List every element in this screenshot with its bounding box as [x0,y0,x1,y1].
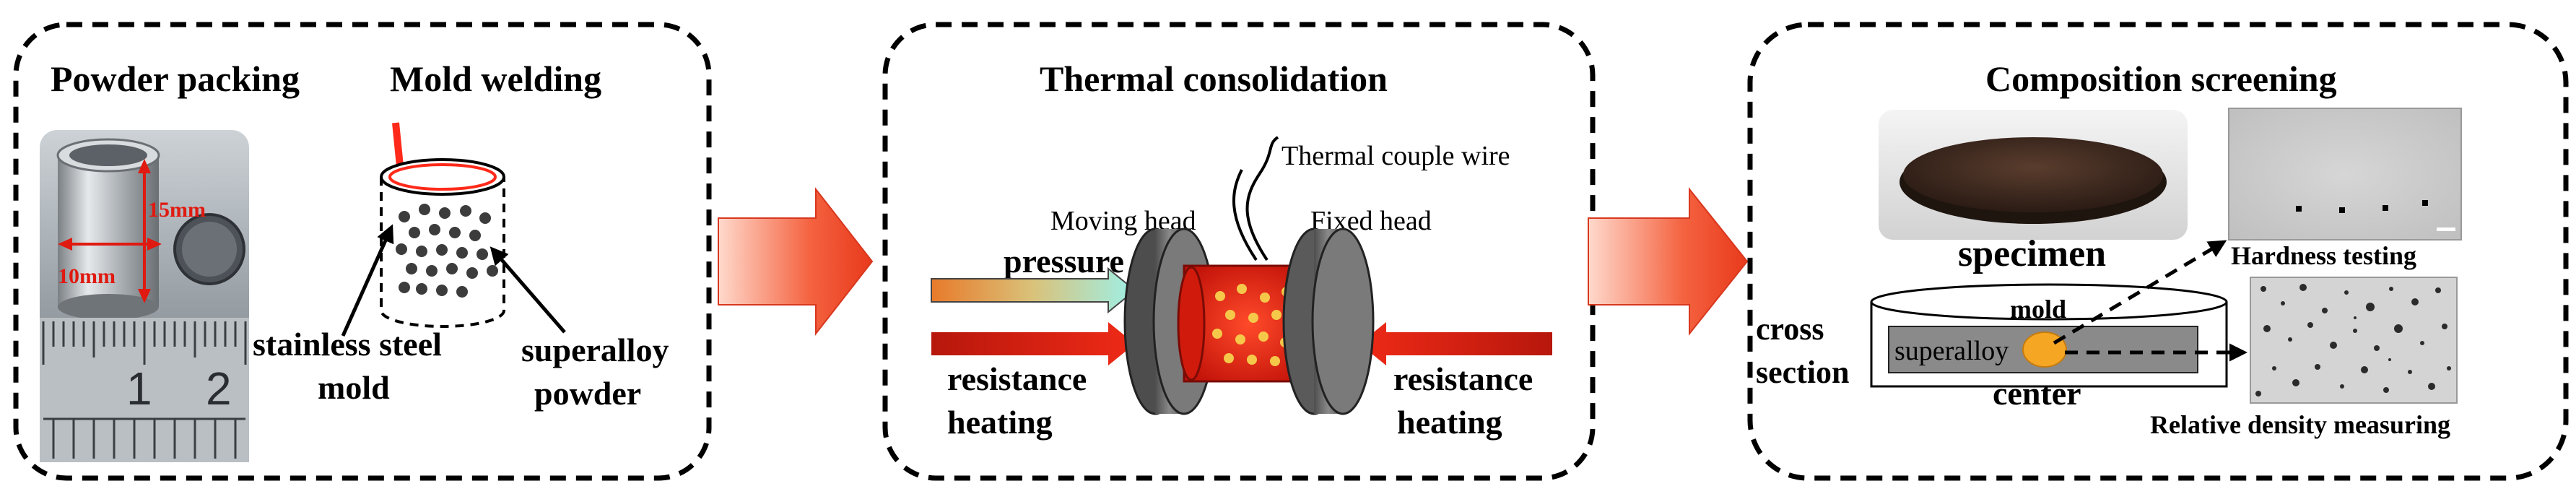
fixed-head [1282,228,1375,415]
label-heating-right: heating [1397,404,1502,441]
label-relative-density: Relative density measuring [2150,410,2450,439]
label-specimen: specimen [1958,233,2106,274]
mold-photo: 1 2 15mm 10mm [40,130,249,462]
label-superalloy-section: superalloy [1894,336,2009,366]
label-mold: mold [318,369,390,406]
pressure-arrow [931,266,1136,314]
heating-arrow-right [1359,322,1552,365]
dimension-height: 15mm [148,198,206,222]
ruler-number-2: 2 [206,363,232,415]
label-powder: powder [534,375,641,412]
label-center: center [1993,375,2081,412]
panel-consolidation: Thermal consolidation Thermal couple wir… [882,22,1596,481]
heading-thermal-consolidation: Thermal consolidation [1040,58,1388,99]
thermocouple-wire [1245,136,1279,261]
label-stainless-steel: stainless steel [253,326,442,363]
label-resistance-right: resistance [1393,360,1533,397]
density-micrograph [2250,277,2458,404]
flow-arrow-2 [1588,187,1749,336]
label-hardness-testing: Hardness testing [2231,241,2416,270]
panel-packing: Powder packing Mold welding [13,22,712,481]
powder-particles [396,204,498,298]
label-heating-left: heating [947,404,1053,441]
hardness-micrograph [2228,108,2462,240]
label-section: section [1756,355,1850,390]
heading-powder-packing: Powder packing [51,58,300,99]
panel-screening: Composition screening specimen Hardness … [1747,22,2569,481]
label-pressure: pressure [1004,243,1124,280]
welded-mold-sketch [341,122,566,337]
heading-composition-screening: Composition screening [1985,58,2337,99]
cross-section-sketch [1870,240,2248,388]
heading-mold-welding: Mold welding [390,58,601,99]
center-sample-spot [2022,332,2067,368]
label-cross: cross [1756,311,1824,347]
label-resistance-left: resistance [947,360,1087,397]
heating-arrow-left [931,322,1135,365]
label-mold-section: mold [2010,295,2066,324]
ruler-number-1: 1 [126,363,152,415]
label-thermocouple-wire: Thermal couple wire [1282,141,1510,171]
label-superalloy: superalloy [521,332,669,368]
flow-arrow-1 [718,187,874,336]
dimension-width: 10mm [58,264,116,288]
specimen-photo [1879,110,2188,240]
